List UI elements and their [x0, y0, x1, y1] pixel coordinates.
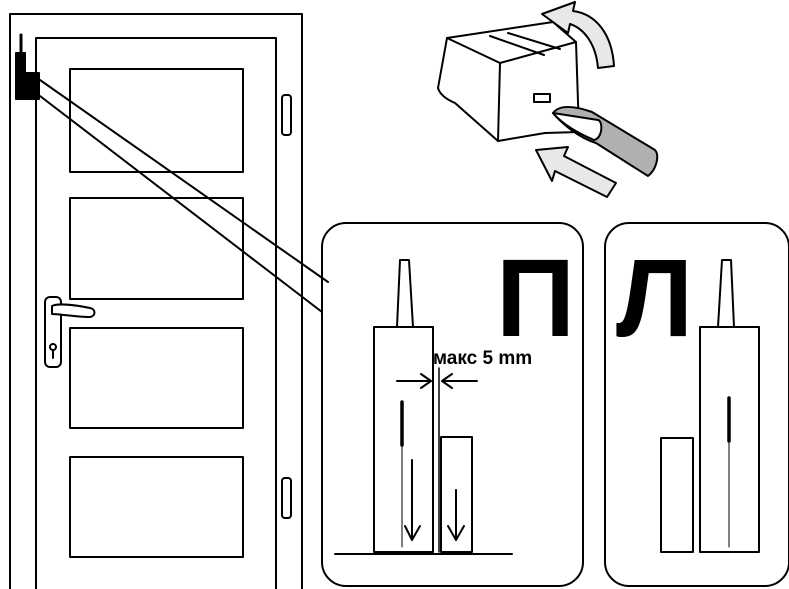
detail-panel-right [321, 222, 584, 587]
detail-panel-left [604, 222, 789, 587]
antenna-right [396, 259, 414, 328]
door-panel-4 [69, 456, 244, 558]
left-hand-letter: Л [616, 237, 693, 360]
screwdriver-icon [552, 105, 659, 177]
door-panel-3 [69, 327, 244, 429]
door-panel-1 [69, 68, 244, 173]
door [9, 13, 329, 589]
right-hand-letter: П [496, 237, 575, 360]
antenna-left [717, 259, 735, 328]
door-handle [44, 296, 96, 368]
door-frame [9, 13, 303, 589]
push-arrow [535, 146, 617, 198]
gap-arrow-right [441, 373, 478, 389]
callout-line-lower [39, 95, 323, 313]
lift-arrow [541, 1, 615, 69]
magnet-left [660, 437, 694, 553]
gap-arrow-left [396, 373, 432, 389]
door-panel-2 [69, 197, 244, 300]
housing-slot [533, 93, 551, 103]
magnet-right [440, 436, 473, 553]
sensor-housing [437, 21, 580, 142]
max-gap-label: макс 5 mm [433, 348, 532, 369]
case-opening-illustration [437, 1, 659, 198]
hinge-top [281, 94, 292, 136]
sensor-body-left [699, 326, 760, 553]
panel-frame-left [604, 222, 789, 587]
callout-line-upper [39, 79, 329, 283]
panel-frame-right [321, 222, 584, 587]
door-leaf [35, 37, 277, 589]
door-sensor [15, 33, 40, 100]
hinge-bottom [281, 477, 292, 519]
